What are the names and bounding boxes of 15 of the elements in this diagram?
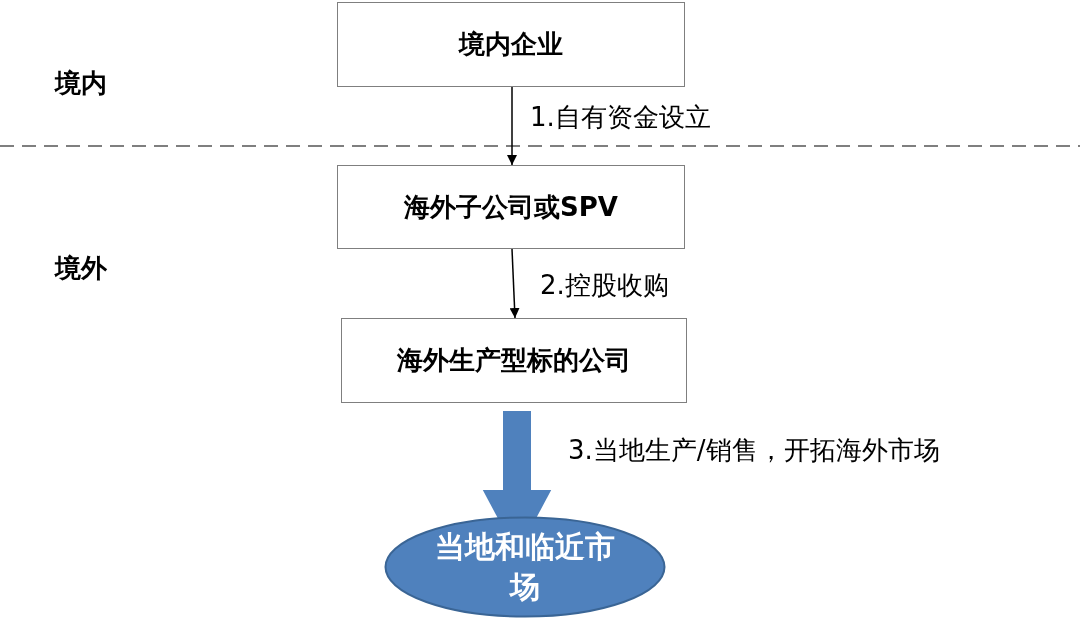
arrow	[507, 86, 517, 166]
box-label: 境内企业	[459, 28, 563, 61]
arrow	[509, 248, 520, 319]
box-label: 海外子公司或SPV	[404, 190, 618, 224]
process-box	[337, 165, 685, 249]
market-ellipse	[384, 516, 666, 618]
process-box	[341, 318, 687, 403]
edge-label: 2.控股收购	[540, 269, 669, 302]
region-label: 境内	[55, 67, 107, 100]
ellipse-label: 当地和临近市场	[435, 528, 615, 606]
box-label: 海外生产型标的公司	[397, 344, 631, 377]
region-label: 境外	[55, 252, 107, 285]
process-box	[337, 2, 685, 87]
edge-label: 3.当地生产/销售，开拓海外市场	[568, 434, 940, 467]
edge-label: 1.自有资金设立	[530, 101, 711, 134]
